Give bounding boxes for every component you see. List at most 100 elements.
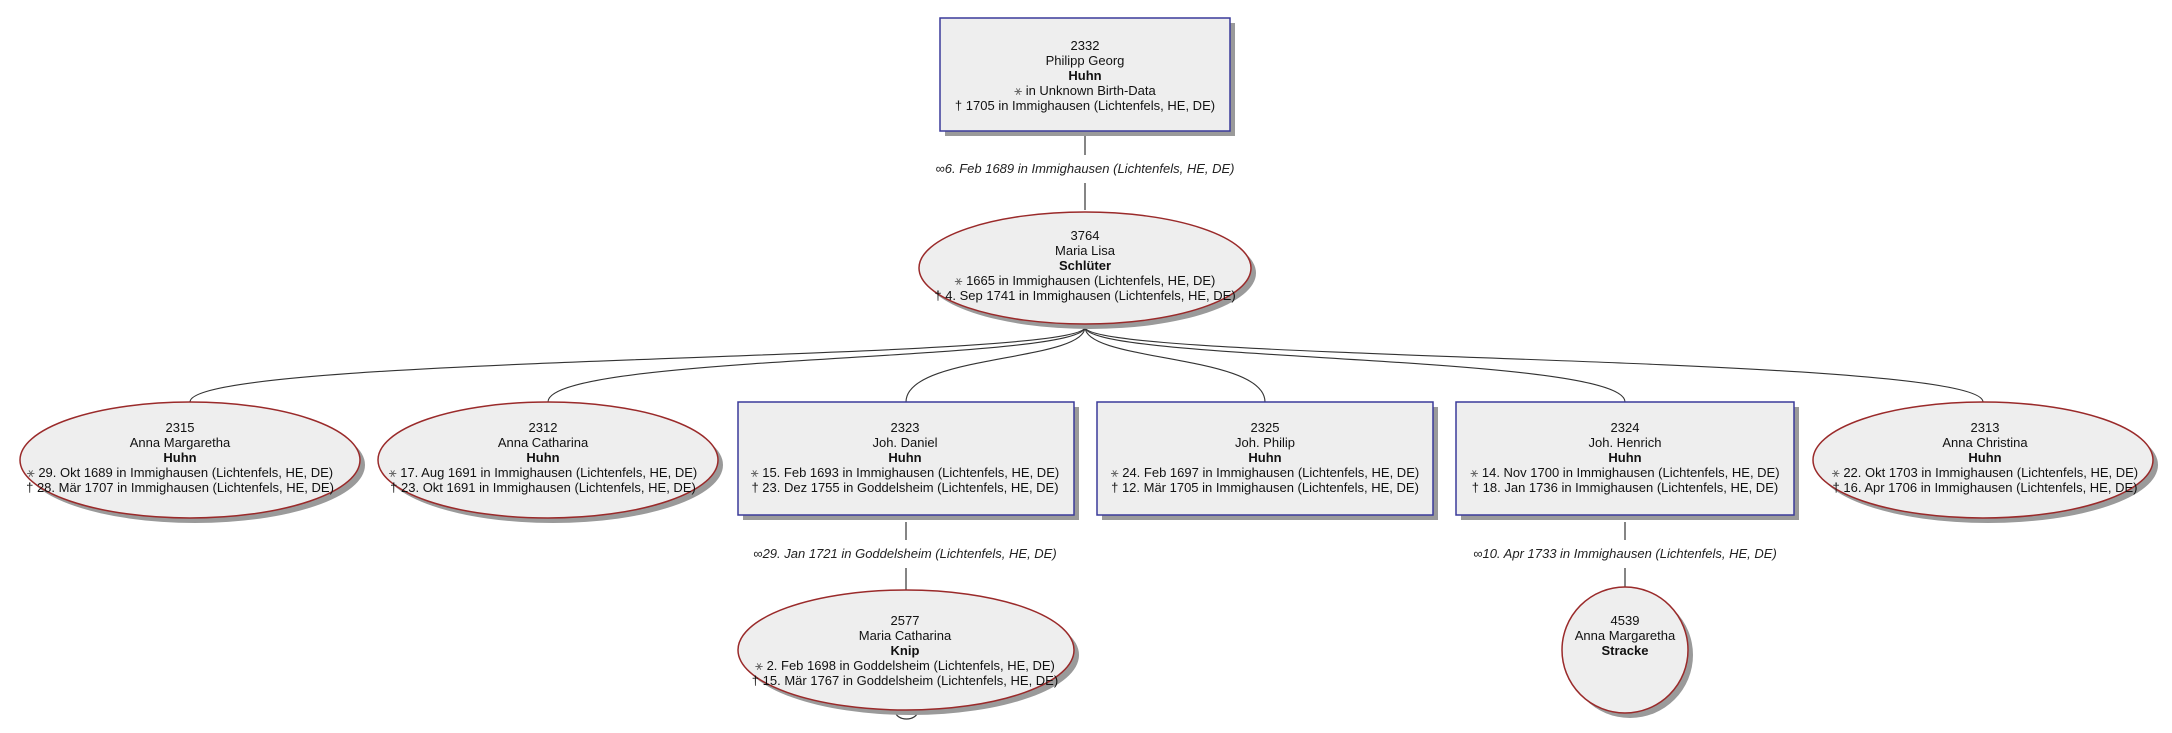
- person-birth: 1665 in Immighausen (Lichtenfels, HE, DE…: [966, 273, 1216, 288]
- person-death: 4. Sep 1741 in Immighausen (Lichtenfels,…: [945, 288, 1236, 303]
- person-node-2577[interactable]: 2577 Maria Catharina Knip ⚹ 2. Feb 1698 …: [740, 613, 1070, 688]
- child-connector: [1084, 326, 1266, 403]
- person-given-name: Anna Catharina: [497, 435, 589, 450]
- person-death: 1705 in Immighausen (Lichtenfels, HE, DE…: [965, 98, 1216, 113]
- marriage-text: 6. Feb 1689 in Immighausen (Lichtenfels,…: [944, 161, 1235, 176]
- person-node-2313[interactable]: 2313 Anna Christina Huhn ⚹ 22. Okt 1703 …: [1820, 420, 2150, 495]
- person-id: 2315: [165, 420, 195, 435]
- person-death: 18. Jan 1736 in Immighausen (Lichtenfels…: [1482, 480, 1779, 495]
- person-given-name: Anna Christina: [1942, 435, 2028, 450]
- person-box-2332: [939, 17, 1231, 132]
- person-given-name: Maria Catharina: [858, 628, 952, 643]
- birth-icon: ⚹: [26, 465, 35, 480]
- person-birth: 29. Okt 1689 in Immighausen (Lichtenfels…: [38, 465, 334, 480]
- person-given-name: Maria Lisa: [1055, 243, 1115, 258]
- person-ellipse-2313: [1812, 401, 2154, 519]
- person-surname: Huhn: [888, 450, 922, 465]
- person-id: 2313: [1970, 420, 2000, 435]
- person-surname: Huhn: [1068, 68, 1102, 83]
- marriage-label: ∞10. Apr 1733 in Immighausen (Lichtenfel…: [1420, 546, 1830, 561]
- person-surname: Stracke: [1601, 643, 1649, 658]
- child-connector: [1084, 326, 1626, 403]
- person-death: 23. Dez 1755 in Goddelsheim (Lichtenfels…: [762, 480, 1059, 495]
- person-id: 2577: [890, 613, 920, 628]
- death-icon: †: [934, 288, 942, 303]
- person-node-2325[interactable]: 2325 Joh. Philip Huhn ⚹ 24. Feb 1697 in …: [1100, 420, 1430, 495]
- person-birth: 15. Feb 1693 in Immighausen (Lichtenfels…: [762, 465, 1060, 480]
- person-ellipse-2315: [19, 401, 361, 519]
- person-node-2332[interactable]: 2332 Philipp Georg Huhn ⚹ in Unknown Bir…: [940, 38, 1230, 113]
- birth-icon: ⚹: [388, 465, 397, 480]
- person-surname: Knip: [890, 643, 920, 658]
- child-connector: [547, 326, 1086, 403]
- person-birth: 24. Feb 1697 in Immighausen (Lichtenfels…: [1122, 465, 1420, 480]
- birth-icon: ⚹: [1470, 465, 1479, 480]
- person-node-4539[interactable]: 4539 Anna Margaretha Stracke: [1525, 613, 1725, 658]
- person-id: 2312: [528, 420, 558, 435]
- marriage-icon: ∞: [935, 161, 945, 176]
- person-ellipse-3764: [918, 211, 1252, 325]
- person-birth: 17. Aug 1691 in Immighausen (Lichtenfels…: [400, 465, 698, 480]
- person-surname: Huhn: [526, 450, 560, 465]
- person-death: 28. Mär 1707 in Immighausen (Lichtenfels…: [36, 480, 334, 495]
- child-connector: [1084, 326, 1984, 403]
- birth-icon: ⚹: [1014, 83, 1023, 98]
- death-icon: †: [751, 673, 760, 688]
- person-node-2312[interactable]: 2312 Anna Catharina Huhn ⚹ 17. Aug 1691 …: [378, 420, 708, 495]
- person-given-name: Anna Margaretha: [1574, 628, 1676, 643]
- person-box-2323: [737, 401, 1075, 516]
- death-icon: †: [1111, 480, 1119, 495]
- marriage-text: 29. Jan 1721 in Goddelsheim (Lichtenfels…: [762, 546, 1057, 561]
- person-ellipse-2577: [737, 589, 1075, 711]
- person-death: 23. Okt 1691 in Immighausen (Lichtenfels…: [401, 480, 696, 495]
- person-given-name: Joh. Henrich: [1588, 435, 1662, 450]
- person-death: 15. Mär 1767 in Goddelsheim (Lichtenfels…: [762, 673, 1059, 688]
- person-node-2315[interactable]: 2315 Anna Margaretha Huhn ⚹ 29. Okt 1689…: [15, 420, 345, 495]
- person-box-2325: [1096, 401, 1434, 516]
- person-surname: Huhn: [1248, 450, 1282, 465]
- person-given-name: Anna Margaretha: [129, 435, 231, 450]
- death-icon: †: [1471, 480, 1480, 495]
- person-given-name: Joh. Daniel: [872, 435, 938, 450]
- person-id: 2325: [1250, 420, 1280, 435]
- person-node-2323[interactable]: 2323 Joh. Daniel Huhn ⚹ 15. Feb 1693 in …: [740, 420, 1070, 495]
- person-death: 16. Apr 1706 in Immighausen (Lichtenfels…: [1843, 480, 2138, 495]
- person-death: 12. Mär 1705 in Immighausen (Lichtenfels…: [1121, 480, 1419, 495]
- marriage-label: ∞29. Jan 1721 in Goddelsheim (Lichtenfel…: [700, 546, 1110, 561]
- person-node-3764[interactable]: 3764 Maria Lisa Schlüter ⚹ 1665 in Immig…: [920, 228, 1250, 303]
- person-id: 3764: [1070, 228, 1100, 243]
- person-birth: 22. Okt 1703 in Immighausen (Lichtenfels…: [1843, 465, 2139, 480]
- person-ellipse-2312: [377, 401, 719, 519]
- person-surname: Schlüter: [1058, 258, 1111, 273]
- person-given-name: Philipp Georg: [1045, 53, 1125, 68]
- birth-icon: ⚹: [954, 273, 963, 288]
- person-birth: in Unknown Birth-Data: [1025, 83, 1156, 98]
- person-surname: Huhn: [1968, 450, 2002, 465]
- person-id: 2332: [1070, 38, 1100, 53]
- marriage-icon: ∞: [1473, 546, 1483, 561]
- person-birth: 14. Nov 1700 in Immighausen (Lichtenfels…: [1481, 465, 1780, 480]
- child-connector: [189, 326, 1086, 403]
- birth-icon: ⚹: [1110, 465, 1119, 480]
- marriage-text: 10. Apr 1733 in Immighausen (Lichtenfels…: [1482, 546, 1777, 561]
- child-connector: [905, 326, 1086, 403]
- death-icon: †: [954, 98, 963, 113]
- person-surname: Huhn: [163, 450, 197, 465]
- person-given-name: Joh. Philip: [1235, 435, 1295, 450]
- person-node-2324[interactable]: 2324 Joh. Henrich Huhn ⚹ 14. Nov 1700 in…: [1460, 420, 1790, 495]
- person-surname: Huhn: [1608, 450, 1642, 465]
- birth-icon: ⚹: [1831, 465, 1840, 480]
- person-ellipse-4539: [1561, 586, 1689, 714]
- person-birth: 2. Feb 1698 in Goddelsheim (Lichtenfels,…: [766, 658, 1055, 673]
- death-icon: †: [26, 480, 34, 495]
- marriage-label: ∞6. Feb 1689 in Immighausen (Lichtenfels…: [880, 161, 1290, 176]
- birth-icon: ⚹: [755, 658, 763, 673]
- person-id: 2323: [890, 420, 920, 435]
- death-icon: †: [751, 480, 759, 495]
- person-id: 4539: [1610, 613, 1640, 628]
- marriage-icon: ∞: [753, 546, 763, 561]
- person-box-2324: [1455, 401, 1795, 516]
- death-icon: †: [1832, 480, 1840, 495]
- birth-icon: ⚹: [750, 465, 759, 480]
